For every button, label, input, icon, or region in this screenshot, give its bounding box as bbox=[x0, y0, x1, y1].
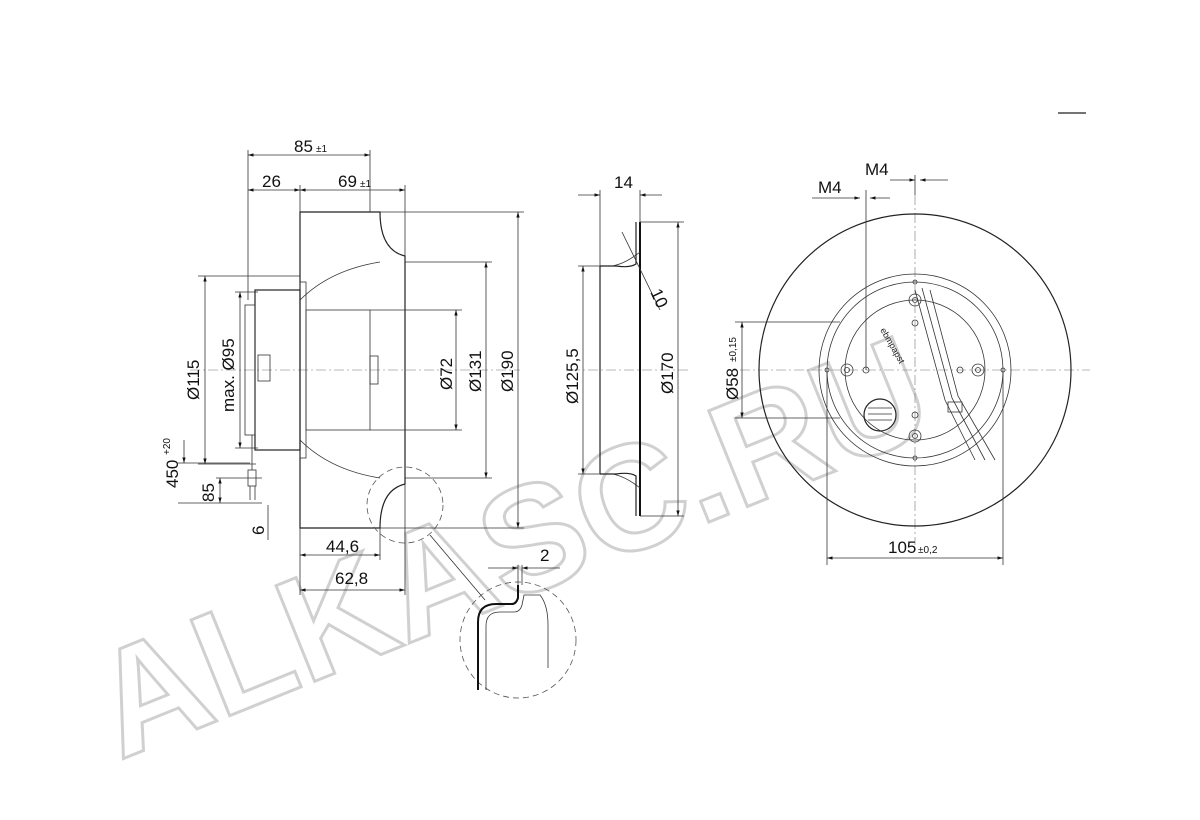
mount-hole-left-inner bbox=[844, 367, 850, 373]
dim-85b: 85 bbox=[199, 483, 218, 502]
nozzle-radius-bottom bbox=[611, 473, 641, 489]
motor-back bbox=[244, 304, 256, 436]
nozzle-radius-top bbox=[611, 251, 641, 267]
outer-hole bbox=[912, 279, 918, 285]
dim-628: 62,8 bbox=[335, 569, 368, 588]
detail-profile-outer bbox=[477, 585, 519, 690]
dim-max95: max. Ø95 bbox=[219, 338, 238, 412]
mount-hole-top bbox=[908, 293, 922, 307]
nozzle-view: 14 10 Ø125,5 Ø170 bbox=[563, 173, 690, 517]
side-view: 85 ±1 26 69 ±1 Ø115 max. Ø95 450 +20 85 … bbox=[162, 137, 577, 699]
impeller-outer-ring bbox=[758, 213, 1072, 527]
dim-105: 105 bbox=[888, 538, 916, 557]
mount-hole-bottom bbox=[908, 429, 922, 443]
mount-hole-right-inner bbox=[975, 367, 981, 373]
blade-top bbox=[299, 261, 381, 301]
dim-85-tol: ±1 bbox=[316, 144, 327, 155]
radius-leader bbox=[621, 231, 661, 311]
small-hole bbox=[956, 366, 964, 374]
nozzle-profile bbox=[600, 222, 637, 516]
blade-bottom bbox=[299, 439, 381, 479]
detail-circle bbox=[366, 466, 444, 544]
outer-hole bbox=[912, 455, 918, 461]
hub-circle bbox=[844, 299, 986, 441]
dim-85: 85 bbox=[294, 137, 313, 156]
dim-d170: Ø170 bbox=[658, 352, 677, 394]
dim-450: 450 bbox=[163, 460, 182, 488]
dim-6: 6 bbox=[249, 526, 268, 535]
dim-d190: Ø190 bbox=[498, 350, 517, 392]
dim-d131: Ø131 bbox=[466, 350, 485, 392]
capacitor bbox=[863, 398, 897, 432]
shaft-end bbox=[369, 355, 379, 385]
dim-m4-top: M4 bbox=[865, 160, 889, 179]
small-hole bbox=[911, 411, 919, 419]
dim-d115: Ø115 bbox=[184, 360, 203, 400]
dim-450-tol: +20 bbox=[162, 438, 173, 455]
dim-69: 69 bbox=[338, 172, 357, 191]
detail-leader bbox=[429, 534, 486, 601]
dim-446: 44,6 bbox=[326, 537, 359, 556]
dim-26: 26 bbox=[262, 172, 281, 191]
small-hole bbox=[911, 319, 919, 327]
mount-hole-left bbox=[840, 363, 854, 377]
dim-105-tol: ±0,2 bbox=[918, 545, 938, 556]
dim-2: 2 bbox=[540, 546, 549, 565]
mount-hole-bottom-inner bbox=[912, 433, 918, 439]
dim-m4-left: M4 bbox=[818, 178, 842, 197]
detail-profile-inner bbox=[485, 594, 549, 690]
dim-d58-tol: ±0,15 bbox=[728, 337, 739, 362]
dim-d58: Ø58 bbox=[723, 368, 742, 400]
dim-d72: Ø72 bbox=[437, 358, 456, 390]
motor-inner-circle bbox=[826, 281, 1004, 459]
mount-hole-right bbox=[971, 363, 985, 377]
motor-flange-circle bbox=[818, 273, 1012, 467]
dim-d1255: Ø125,5 bbox=[563, 348, 582, 404]
cable-clip bbox=[947, 401, 963, 413]
cable-bundle bbox=[914, 287, 996, 461]
connector-box bbox=[257, 354, 271, 382]
dim-69-tol: ±1 bbox=[360, 179, 371, 190]
dim-14: 14 bbox=[614, 173, 633, 192]
